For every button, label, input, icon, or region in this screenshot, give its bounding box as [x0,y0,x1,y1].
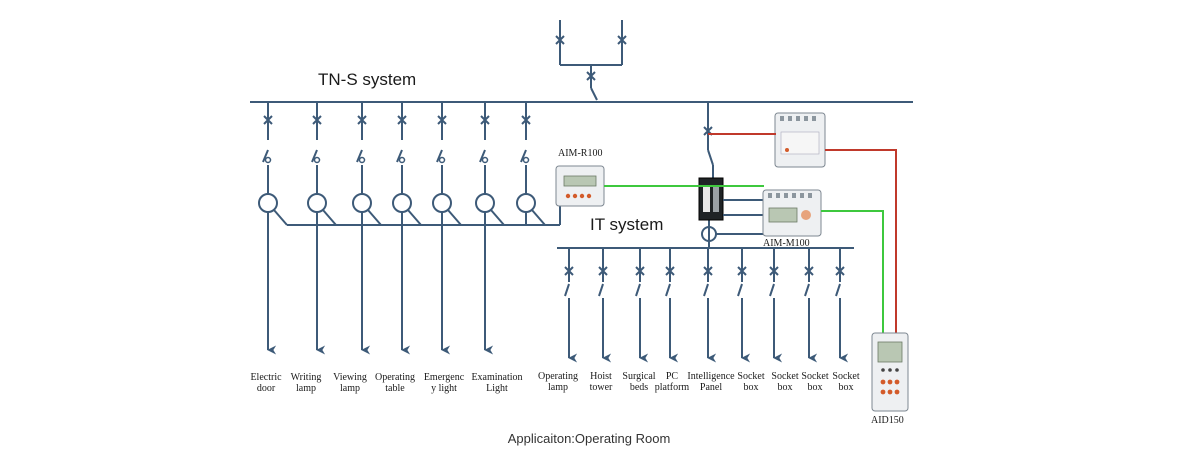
power-supply-module [774,112,826,168]
alarm-wiring [708,133,897,333]
signal-wiring [604,185,884,333]
it-feeders [564,248,849,363]
it-load-label: Socket [832,371,859,382]
tns-load-label: table [385,383,405,394]
it-feeder [737,248,751,363]
tns-load-label: Light [486,383,508,394]
it-load-label: Hoist [590,371,612,382]
it-feeder [804,248,818,363]
it-load-label: box [808,382,823,393]
aim-r100-label: AIM-R100 [558,148,602,159]
aim-m100-device [762,189,822,237]
it-load-label: beds [630,382,648,393]
tns-system-label: TN-S system [318,70,416,89]
tns-feeder [352,102,382,355]
it-load-label: tower [590,382,613,393]
isolation-transformer [698,177,724,221]
it-load-label: PC [666,371,679,382]
tns-load-label: Operating [375,372,415,383]
aid150-device [871,332,909,412]
monitor-wiring [716,199,764,235]
it-feeder [703,248,717,363]
tns-feeder [392,102,422,355]
aid150-label: AID150 [871,415,904,426]
tns-load-label: Viewing [333,372,367,383]
it-load-label: Intelligence [687,371,735,382]
tns-feeder [475,102,505,355]
transformer-feeder [701,102,717,248]
it-load-label: Panel [700,382,722,393]
tns-feeders [258,102,546,355]
it-load-label: Socket [801,371,828,382]
tns-load-label: Writing [291,372,322,383]
it-load-label: box [839,382,854,393]
it-load-label: box [778,382,793,393]
diagram-caption: Applicaiton:Operating Room [507,431,671,446]
tns-load-label: Electric [250,372,282,383]
it-feeder [835,248,849,363]
tns-feeder [258,102,288,355]
incoming-supply [555,20,627,101]
it-feeder [635,248,649,363]
it-load-label: Operating [538,371,578,382]
tns-load-labels: ElectricdoorWritinglampViewinglampOperat… [250,372,522,394]
tns-feeder [432,102,462,355]
tns-load-label: lamp [340,383,360,394]
aim-r100-device [555,165,605,207]
it-load-label: lamp [548,382,568,393]
tns-load-label: y light [431,383,457,394]
it-feeder [564,248,578,363]
it-system-label: IT system [590,215,663,234]
tns-feeder [307,102,337,355]
it-load-label: Surgical [622,371,655,382]
it-load-label: Socket [737,371,764,382]
it-load-label: Socket [771,371,798,382]
aim-m100-label: AIM-M100 [763,238,810,249]
tns-load-label: Emergenc [424,372,465,383]
it-load-label: box [744,382,759,393]
tns-load-label: Examination [471,372,522,383]
tns-load-label: lamp [296,383,316,394]
it-feeder [665,248,679,363]
it-load-label: platform [655,382,690,393]
tns-feeder [516,102,546,226]
tns-load-label: door [257,383,276,394]
it-feeder [598,248,612,363]
it-feeder [769,248,783,363]
